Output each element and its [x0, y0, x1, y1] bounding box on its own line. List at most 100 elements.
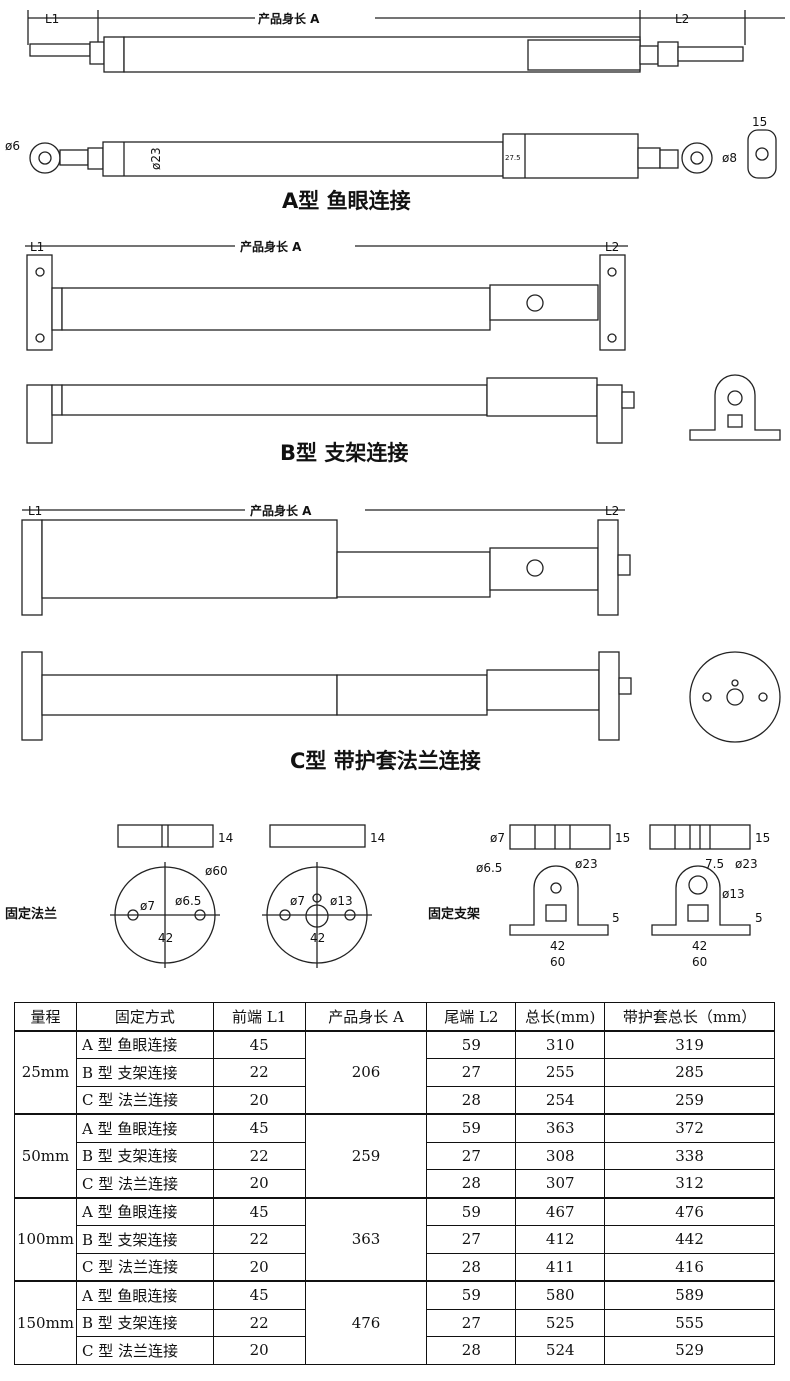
total-length-cell: 255 [515, 1058, 606, 1087]
front-l1-cell: 22 [212, 1058, 306, 1087]
mount-type-cell: C 型 法兰连接 [75, 1336, 214, 1365]
total-length-cell: 308 [515, 1141, 606, 1170]
a-type-front-view: ø6 ø23 27.5 ø8 15 A型 鱼眼连接 [5, 115, 777, 213]
dim-42-label: 42 [550, 939, 565, 953]
tail-l2-cell: 28 [426, 1169, 517, 1198]
total-length-cell: 254 [515, 1085, 606, 1115]
column-header: 量程 [14, 1002, 77, 1031]
dim-a-label: 产品身长 A [258, 11, 320, 26]
phi7-label: ø7 [290, 894, 305, 908]
front-l1-cell: 20 [212, 1085, 306, 1115]
phi60-label: ø60 [205, 864, 228, 878]
front-l1-cell: 22 [212, 1225, 306, 1254]
dim-15-label: 15 [615, 831, 630, 845]
sheathed-length-cell: 259 [604, 1085, 775, 1115]
mount-type-cell: B 型 支架连接 [75, 1225, 214, 1254]
mount-type-cell: A 型 鱼眼连接 [75, 1029, 214, 1059]
column-header: 前端 L1 [212, 1002, 306, 1031]
dim-l1-label: L1 [30, 240, 44, 254]
phi65-label: ø6.5 [476, 861, 502, 875]
sheathed-length-cell: 338 [604, 1141, 775, 1170]
sheathed-length-cell: 589 [604, 1280, 775, 1310]
dim-14-label: 14 [370, 831, 385, 845]
tail-l2-cell: 28 [426, 1085, 517, 1115]
phi23-label: ø23 [575, 857, 598, 871]
tail-l2-cell: 27 [426, 1308, 517, 1337]
column-header: 固定方式 [75, 1002, 214, 1031]
total-length-cell: 412 [515, 1225, 606, 1254]
dim-42-label: 42 [158, 931, 173, 945]
tail-l2-cell: 59 [426, 1280, 517, 1310]
column-header: 尾端 L2 [426, 1002, 517, 1031]
dim-15-label: 15 [755, 831, 770, 845]
sheathed-length-cell: 555 [604, 1308, 775, 1337]
dim-42-label: 42 [692, 939, 707, 953]
dim-27-5-label: 27.5 [505, 154, 521, 162]
flange-label: 固定法兰 [5, 906, 57, 922]
title-b-type: B型 支架连接 [280, 441, 408, 465]
total-length-cell: 363 [515, 1113, 606, 1143]
dim-15-label: 15 [752, 115, 767, 129]
total-length-cell: 524 [515, 1336, 606, 1365]
total-length-cell: 580 [515, 1280, 606, 1310]
tail-l2-cell: 59 [426, 1029, 517, 1059]
dim-60-label: 60 [550, 955, 565, 969]
total-length-cell: 525 [515, 1308, 606, 1337]
dim-a-label: 产品身长 A [250, 503, 312, 518]
front-l1-cell: 20 [212, 1336, 306, 1365]
b-type-top-view: 产品身长 A L1 L2 [25, 238, 628, 351]
mount-type-cell: B 型 支架连接 [75, 1308, 214, 1337]
tail-l2-cell: 27 [426, 1141, 517, 1170]
dim-l2-label: L2 [605, 240, 619, 254]
bracket-label: 固定支架 [428, 906, 480, 922]
sheathed-length-cell: 285 [604, 1058, 775, 1087]
dim-42-label: 42 [310, 931, 325, 945]
dim-l2-label: L2 [605, 504, 619, 518]
range-cell: 50mm [14, 1113, 77, 1198]
front-l1-cell: 20 [212, 1252, 306, 1282]
sheathed-length-cell: 416 [604, 1252, 775, 1282]
tail-l2-cell: 27 [426, 1225, 517, 1254]
a-type-top-view: 产品身长 A L1 L2 [27, 10, 785, 73]
sheathed-length-cell: 319 [604, 1029, 775, 1059]
total-length-cell: 310 [515, 1029, 606, 1059]
sheathed-length-cell: 442 [604, 1225, 775, 1254]
dim-a-label: 产品身长 A [240, 239, 302, 254]
mount-type-cell: C 型 法兰连接 [75, 1085, 214, 1115]
range-cell: 100mm [14, 1196, 77, 1282]
column-header: 产品身长 A [304, 1002, 428, 1031]
length-a-cell: 259 [304, 1113, 428, 1198]
mount-type-cell: A 型 鱼眼连接 [75, 1113, 214, 1143]
phi6-label: ø6 [5, 139, 20, 153]
length-a-cell: 476 [304, 1280, 428, 1365]
phi23-label: ø23 [149, 147, 163, 170]
dim-l2-label: L2 [675, 12, 689, 26]
front-l1-cell: 45 [212, 1280, 306, 1310]
dim-5-label: 5 [612, 911, 620, 925]
phi23-label: ø23 [735, 857, 758, 871]
sheathed-length-cell: 312 [604, 1169, 775, 1198]
sheathed-length-cell: 529 [604, 1336, 775, 1365]
mount-type-cell: C 型 法兰连接 [75, 1169, 214, 1198]
total-length-cell: 467 [515, 1196, 606, 1226]
mount-type-cell: B 型 支架连接 [75, 1058, 214, 1087]
technical-drawings: 产品身长 A L1 L2 ø6 ø23 27.5 ø8 15 A型 鱼眼连接 产… [5, 10, 785, 969]
length-a-cell: 363 [304, 1196, 428, 1282]
tail-l2-cell: 27 [426, 1058, 517, 1087]
title-c-type: C型 带护套法兰连接 [290, 749, 481, 773]
dim-7-5-label: 7.5 [705, 857, 724, 871]
column-header: 带护套总长（mm） [604, 1002, 775, 1031]
front-l1-cell: 45 [212, 1029, 306, 1059]
front-l1-cell: 22 [212, 1308, 306, 1337]
front-l1-cell: 20 [212, 1169, 306, 1198]
title-a-type: A型 鱼眼连接 [282, 189, 411, 213]
phi65-label: ø6.5 [175, 894, 201, 908]
c-type-top-view: 产品身长 A L1 L2 [21, 502, 631, 616]
